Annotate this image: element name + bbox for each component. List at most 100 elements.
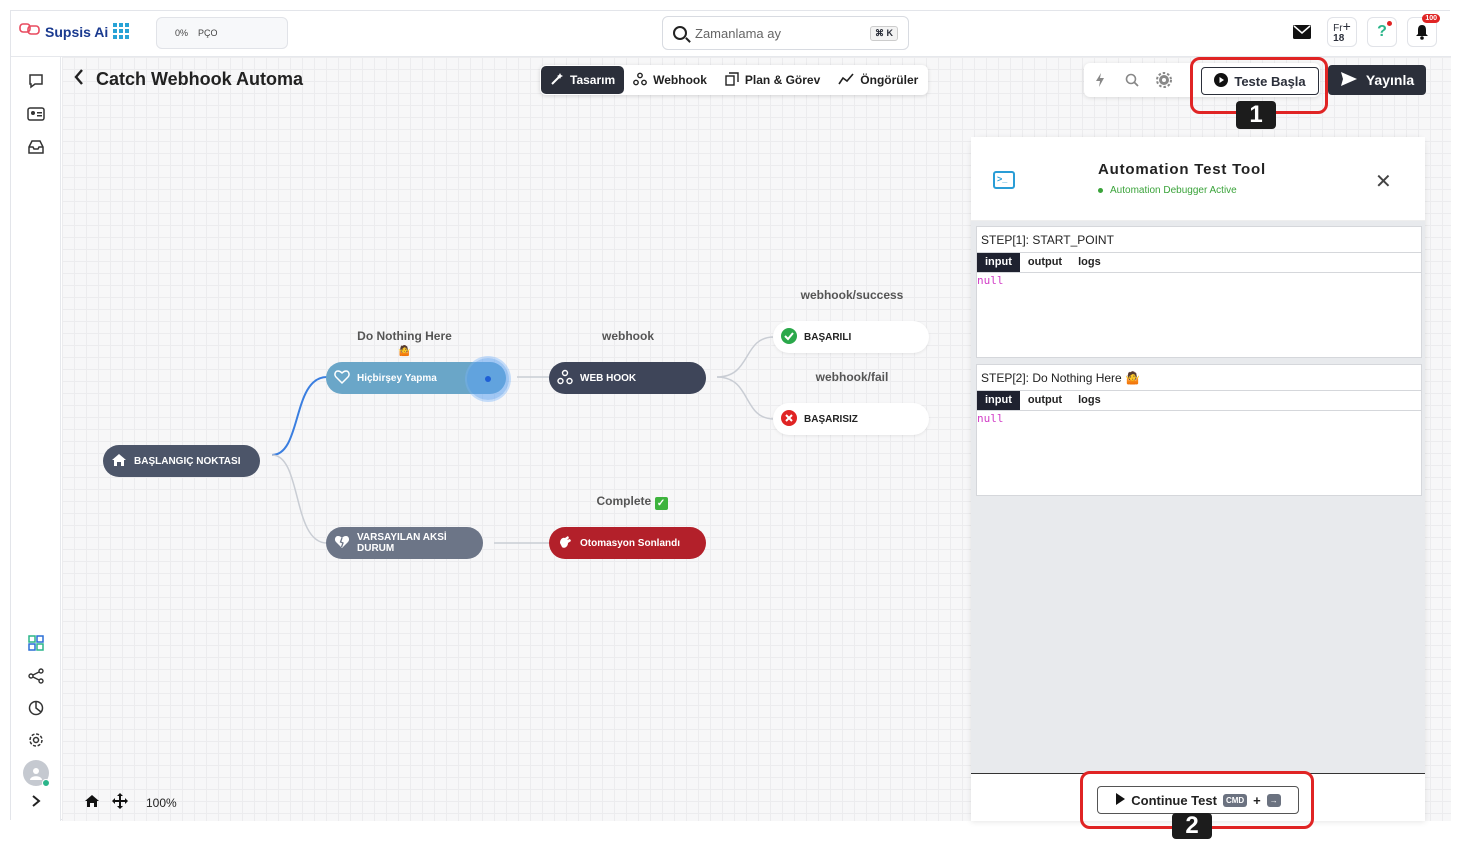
notification-badge: 100	[1422, 14, 1440, 23]
node-label: WEB HOOK	[580, 372, 637, 384]
help-button[interactable]: ?	[1367, 17, 1397, 47]
global-search[interactable]: Zamanlama ay ⌘ K	[662, 16, 909, 50]
apps-grid-icon[interactable]	[113, 23, 129, 39]
check-circle-icon	[781, 327, 797, 347]
continue-test-label: Continue Test	[1131, 792, 1217, 808]
node-label: BAŞARISIZ	[804, 413, 858, 425]
node-default[interactable]: VARSAYILAN AKSİ DURUM	[326, 527, 483, 559]
tab-plan-task[interactable]: Plan & Görev	[716, 66, 829, 94]
search-input[interactable]: Zamanlama ay	[695, 25, 781, 41]
tab-label: Plan & Görev	[744, 73, 821, 87]
help-dot	[1387, 21, 1392, 26]
contact-card-icon[interactable]	[26, 104, 46, 124]
brand-logo[interactable]: Supsis Ai	[19, 23, 108, 40]
user-avatar[interactable]	[23, 760, 50, 787]
tab-insights[interactable]: Öngörüler	[829, 66, 927, 94]
heart-hand-icon	[334, 369, 350, 387]
top-right-actions: Fr+ 18 ? 100	[1287, 14, 1440, 47]
view-tabs: Tasarım Webhook Plan & Görev Öngörüler	[540, 65, 929, 95]
dashboard-grid-icon[interactable]	[26, 633, 46, 653]
step-content: null	[977, 412, 1004, 425]
step-tab-logs[interactable]: logs	[1078, 256, 1101, 268]
publish-label: Yayınla	[1365, 72, 1415, 88]
zoom-controls: 100%	[84, 793, 177, 812]
start-test-button[interactable]: Teste Başla	[1201, 67, 1319, 95]
settings-icon[interactable]	[1148, 64, 1180, 96]
edge-label-success: webhook/success	[800, 288, 904, 302]
terminal-icon: >_	[993, 171, 1015, 189]
step-tab-output[interactable]: output	[1027, 256, 1063, 268]
chat-bubbles-icon	[19, 23, 41, 40]
step-tab-input[interactable]: input	[977, 253, 1020, 272]
tab-label: Webhook	[653, 73, 707, 87]
status-dot	[1098, 187, 1103, 193]
share-icon[interactable]	[26, 666, 46, 686]
broken-heart-icon	[334, 535, 350, 552]
expand-sidebar-icon[interactable]	[26, 791, 46, 811]
node-ended[interactable]: Otomasyon Sonlandı	[549, 527, 706, 559]
edge-label-do-nothing: Do Nothing Here 🤷	[342, 329, 467, 357]
publish-button[interactable]: Yayınla	[1328, 65, 1426, 95]
edge-label-webhook: webhook	[601, 329, 654, 343]
online-status-dot	[42, 779, 50, 787]
zoom-level: 100%	[146, 795, 177, 810]
bell-icon	[1416, 25, 1428, 40]
flow-canvas[interactable]: Catch Webhook Automa Tasarım Webhook Pla…	[62, 57, 1451, 839]
app-window: Supsis Ai 0% PÇO Zamanlama ay ⌘ K Fr+ 18	[10, 10, 1451, 839]
node-fail[interactable]: BAŞARISIZ	[773, 403, 929, 435]
step-tab-input[interactable]: input	[977, 391, 1020, 410]
node-webhook[interactable]: WEB HOOK	[549, 362, 706, 394]
play-circle-icon	[1214, 72, 1229, 90]
step-tab-output[interactable]: output	[1027, 394, 1063, 406]
step-card: STEP[1]: START_POINT input output logs n…	[976, 226, 1422, 358]
step-tab-logs[interactable]: logs	[1078, 394, 1101, 406]
edge-label-text: Do Nothing Here	[357, 329, 452, 343]
notifications-button[interactable]: 100	[1407, 14, 1440, 47]
fit-home-icon[interactable]	[84, 794, 100, 811]
node-success[interactable]: BAŞARILI	[773, 321, 929, 353]
status-text: Automation Debugger Active	[1110, 185, 1237, 196]
home-icon	[111, 453, 127, 470]
check-mark-icon: ✓	[654, 497, 668, 510]
progress-percent: 0%	[175, 28, 189, 38]
connector-dot	[485, 376, 491, 382]
magic-wand-icon	[550, 72, 564, 89]
connector-handle[interactable]	[467, 358, 509, 400]
panel-title: Automation Test Tool	[1098, 161, 1266, 178]
back-arrow-icon[interactable]	[74, 69, 84, 90]
tab-design[interactable]: Tasarım	[541, 66, 625, 94]
settings-gear-icon[interactable]	[26, 730, 46, 750]
mail-icon[interactable]	[1287, 17, 1317, 47]
send-icon	[1340, 71, 1358, 90]
progress-indicator[interactable]: 0% PÇO	[156, 17, 288, 49]
calendar-day: 18	[1333, 32, 1345, 44]
step-header: STEP[2]: Do Nothing Here 🤷	[977, 365, 1421, 391]
cmd-key: CMD	[1222, 793, 1248, 807]
close-icon[interactable]: ✕	[1375, 171, 1392, 193]
annotation-number-1: 1	[1236, 101, 1276, 129]
move-arrows-icon[interactable]	[112, 793, 128, 812]
analytics-pie-icon[interactable]	[26, 698, 46, 718]
automation-title: Catch Webhook Automa	[96, 69, 304, 89]
webhook-icon	[633, 72, 648, 89]
debugger-status: Automation Debugger Active	[1098, 185, 1237, 196]
search-shortcut: ⌘ K	[870, 26, 898, 41]
search-icon	[673, 26, 687, 40]
tab-webhook[interactable]: Webhook	[624, 66, 716, 94]
chat-icon[interactable]	[26, 71, 46, 91]
edge-label-text: Complete	[596, 494, 652, 508]
left-sidebar	[11, 57, 61, 821]
node-label: Hiçbirşey Yapma	[357, 372, 437, 384]
annotation-number-2: 2	[1172, 812, 1212, 839]
calendar-button[interactable]: Fr+ 18	[1327, 17, 1357, 47]
tab-label: Öngörüler	[860, 73, 919, 87]
tasks-icon	[725, 71, 739, 89]
lightning-icon[interactable]	[1084, 64, 1116, 96]
node-label: VARSAYILAN AKSİ DURUM	[357, 532, 447, 554]
continue-test-button[interactable]: Continue Test CMD + →	[1097, 786, 1299, 814]
step-card: STEP[2]: Do Nothing Here 🤷 input output …	[976, 364, 1422, 496]
node-start[interactable]: BAŞLANGIÇ NOKTASI	[103, 445, 260, 477]
inbox-icon[interactable]	[26, 137, 46, 157]
search-tool-icon[interactable]	[1116, 64, 1148, 96]
error-circle-icon	[781, 409, 797, 429]
